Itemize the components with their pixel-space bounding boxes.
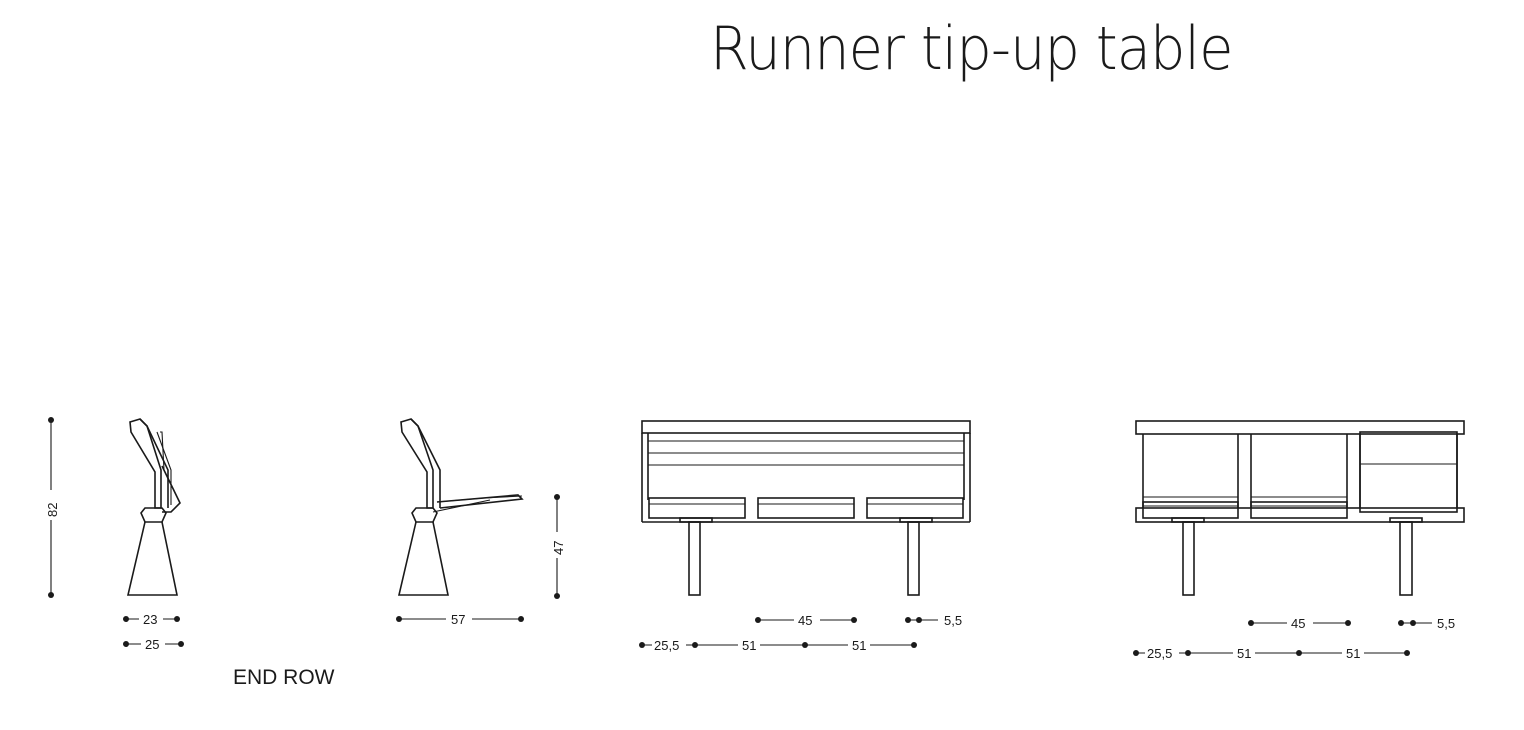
front-dim-label-pitch-2: 51 <box>852 638 866 653</box>
dim-label-82: 82 <box>45 503 60 517</box>
dim-label-25: 25 <box>145 637 159 652</box>
dimension-depth-57: 57 <box>396 611 524 627</box>
rear-dimension-gap: 5,5 <box>1398 616 1455 631</box>
rear-dimension-chain: 25,5 51 51 <box>1133 645 1410 661</box>
rear-dimension-45: 45 <box>1248 615 1351 631</box>
front-dimension-gap: 5,5 <box>905 613 962 628</box>
rear-dim-label-edge: 25,5 <box>1147 646 1172 661</box>
side-view-open <box>397 418 524 596</box>
dimension-depth-23: 23 <box>123 611 180 627</box>
dim-label-57: 57 <box>451 612 465 627</box>
end-row-label: END ROW <box>233 666 335 689</box>
dimension-depth-25: 25 <box>123 636 184 652</box>
front-dimension-45: 45 <box>755 612 857 628</box>
front-dimension-chain: 25,5 51 51 <box>639 637 917 653</box>
front-dim-label-pitch-1: 51 <box>742 638 756 653</box>
front-view <box>641 420 971 596</box>
page-title: Runner tip-up table <box>710 14 1233 84</box>
dimension-height-47: 47 <box>549 494 566 599</box>
rear-dim-label-45: 45 <box>1291 616 1305 631</box>
rear-dim-label-pitch-1: 51 <box>1237 646 1251 661</box>
dimension-height-82: 82 <box>43 417 60 598</box>
front-dim-label-edge: 25,5 <box>654 638 679 653</box>
dim-label-23: 23 <box>143 612 157 627</box>
side-view-folded <box>126 418 181 596</box>
front-dim-label-gap: 5,5 <box>944 613 962 628</box>
dim-label-47: 47 <box>551 541 566 555</box>
rear-dim-label-gap: 5,5 <box>1437 616 1455 631</box>
rear-dim-label-pitch-2: 51 <box>1346 646 1360 661</box>
rear-view <box>1135 420 1465 596</box>
front-dim-label-45: 45 <box>798 613 812 628</box>
